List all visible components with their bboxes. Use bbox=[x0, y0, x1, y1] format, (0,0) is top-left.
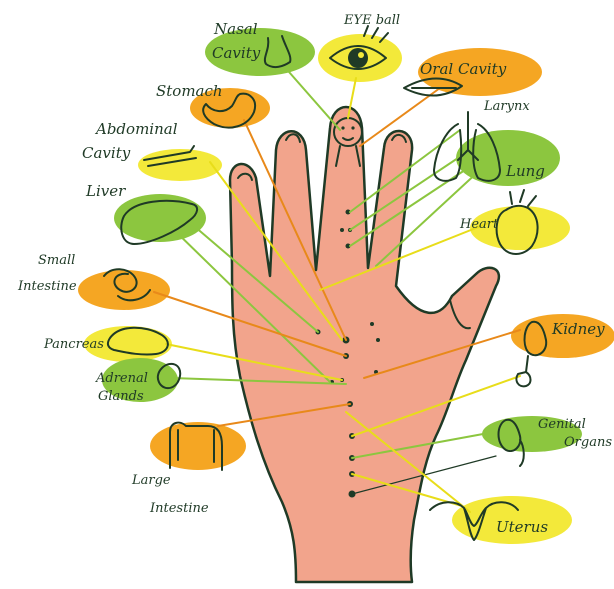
label-genital-line1: Genital bbox=[538, 417, 586, 432]
label-oral: Oral Cavity bbox=[420, 60, 507, 78]
label-nasal-line2: Cavity bbox=[212, 44, 261, 62]
label-uterus: Uterus bbox=[496, 518, 548, 536]
label-small-line2: Intestine bbox=[17, 279, 77, 294]
label-stomach: Stomach bbox=[156, 82, 223, 100]
label-pancreas: Pancreas bbox=[43, 337, 104, 352]
small-intestine-blob bbox=[78, 270, 170, 310]
label-kidney: Kidney bbox=[551, 320, 605, 338]
label-liver: Liver bbox=[85, 182, 126, 200]
label-large-line2: Intestine bbox=[149, 501, 209, 516]
label-large-line1: Large bbox=[131, 473, 171, 488]
label-small-line1: Small bbox=[38, 253, 75, 268]
label-nasal-line1: Nasal bbox=[213, 20, 258, 38]
large-intestine-blob bbox=[150, 422, 246, 470]
label-lung: Lung bbox=[505, 162, 545, 180]
label-heart: Heart bbox=[459, 217, 499, 232]
label-eye: EYE ball bbox=[343, 13, 400, 28]
label-adrenal-line1: Adrenal bbox=[95, 371, 148, 386]
label-abdominal-line1: Abdominal bbox=[94, 120, 178, 138]
label-adrenal-line2: Glands bbox=[98, 389, 144, 404]
label-genital-line2: Organs bbox=[564, 435, 612, 450]
label-larynx: Larynx bbox=[483, 99, 530, 114]
label-abdominal-line2: Cavity bbox=[82, 144, 131, 162]
